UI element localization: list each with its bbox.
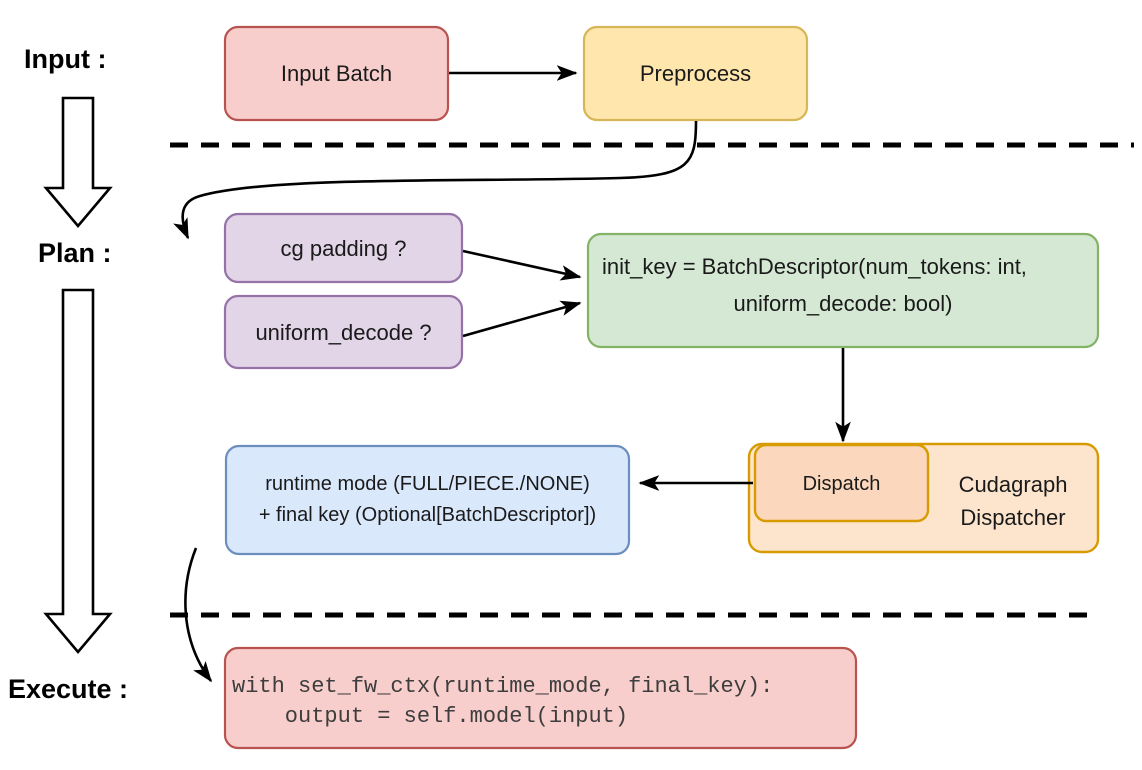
node-input-batch[interactable]: Input Batch — [223, 25, 450, 122]
stage-label-plan: Plan : — [38, 238, 112, 268]
node-dispatch[interactable]: Dispatch — [753, 443, 930, 523]
node-uniform-decode[interactable]: uniform_decode ? — [223, 294, 464, 370]
node-preprocess[interactable]: Preprocess — [582, 25, 809, 122]
stage-label-input: Input : — [24, 44, 106, 74]
node-execute-code-line2: output = self.model(input) — [232, 704, 628, 729]
stage-flow-arrow-input-to-plan — [43, 96, 113, 229]
edge-uniform-decode-to-init-key — [462, 300, 582, 338]
edge-cg-padding-to-init-key — [462, 249, 582, 281]
node-init-key-line1: init_key = BatchDescriptor(num_tokens: i… — [602, 254, 1027, 279]
node-init-key-line2: uniform_decode: bool) — [734, 291, 953, 316]
node-cg-padding-label: cg padding ? — [281, 236, 407, 261]
node-cg-padding[interactable]: cg padding ? — [223, 212, 464, 284]
node-execute-code[interactable]: with set_fw_ctx(runtime_mode, final_key)… — [223, 646, 858, 750]
node-cudagraph-dispatcher-label-line1: Cudagraph — [959, 472, 1068, 497]
edge-runtime-mode-to-execute — [184, 547, 213, 683]
node-runtime-mode-shape — [224, 444, 631, 556]
node-dispatch-label: Dispatch — [803, 473, 881, 495]
node-input-batch-shape — [223, 25, 450, 122]
node-execute-code-line1: with set_fw_ctx(runtime_mode, final_key)… — [232, 674, 773, 699]
node-input-batch-label: Input Batch — [281, 61, 392, 86]
stage-flow-arrow-plan-to-execute — [43, 288, 113, 655]
node-runtime-mode[interactable]: runtime mode (FULL/PIECE./NONE) + final … — [224, 444, 631, 556]
node-execute-code-shape — [223, 646, 858, 750]
node-uniform-decode-shape — [223, 294, 464, 370]
node-init-key[interactable]: init_key = BatchDescriptor(num_tokens: i… — [586, 232, 1100, 349]
stage-label-execute: Execute : — [8, 674, 128, 704]
node-init-key-shape — [586, 232, 1100, 349]
node-preprocess-shape — [582, 25, 809, 122]
node-runtime-mode-line2: + final key (Optional[BatchDescriptor]) — [259, 504, 596, 526]
node-cg-padding-shape — [223, 212, 464, 284]
edge-preprocess-to-plan — [173, 120, 698, 240]
node-runtime-mode-line1: runtime mode (FULL/PIECE./NONE) — [265, 473, 590, 495]
node-uniform-decode-label: uniform_decode ? — [255, 320, 431, 345]
node-preprocess-label: Preprocess — [640, 61, 751, 86]
node-dispatch-shape — [753, 443, 930, 523]
node-cudagraph-dispatcher-label-line2: Dispatcher — [960, 505, 1065, 530]
